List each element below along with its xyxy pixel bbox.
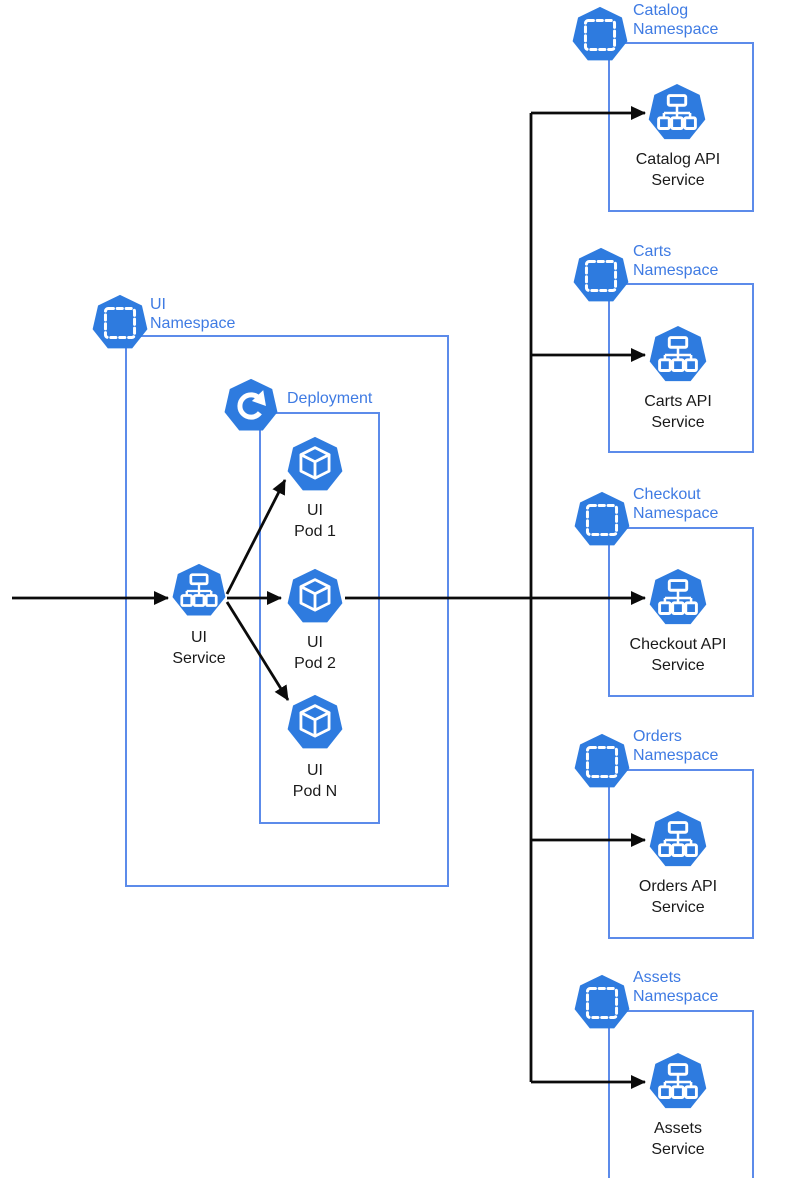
carts-api-service-label: Carts API Service (608, 391, 748, 433)
assets-namespace-box (608, 1010, 754, 1178)
ui-namespace-box (125, 335, 449, 887)
catalog-api-service-label-line1: Catalog API (635, 151, 721, 168)
ui-podn-label-line1: UI (307, 762, 323, 779)
orders-namespace-icon (572, 732, 632, 792)
ui-podn-label: UI Pod N (255, 760, 375, 802)
ui-service-label: UI Service (139, 627, 259, 669)
ui-pod1-label-line1: UI (307, 502, 323, 519)
assets-service-label: Assets Service (608, 1118, 748, 1160)
carts-api-service-label-line2: Service (651, 414, 705, 431)
deployment-label: Deployment (287, 390, 373, 407)
ui-pod2-label: UI Pod 2 (255, 632, 375, 674)
checkout-api-service-icon (647, 567, 709, 629)
carts-namespace-label-line1: Carts (633, 243, 672, 260)
assets-namespace-label: Assets Namespace (633, 968, 718, 1006)
catalog-api-service-icon (646, 82, 708, 144)
checkout-api-service-label-line2: Service (651, 657, 705, 674)
catalog-namespace-box (608, 42, 754, 212)
ui-pod1-icon (285, 435, 345, 495)
ui-namespace-label-line2: Namespace (150, 315, 236, 332)
carts-api-service-label-line1: Carts API (644, 393, 712, 410)
ui-namespace-label: UI Namespace (150, 295, 235, 333)
ui-podn-icon (285, 693, 345, 753)
checkout-api-service-label-line1: Checkout API (629, 636, 727, 653)
carts-namespace-label-line2: Namespace (633, 262, 719, 279)
checkout-namespace-icon (572, 490, 632, 550)
catalog-namespace-label-line1: Catalog (633, 2, 689, 19)
orders-namespace-box (608, 769, 754, 939)
orders-api-service-label-line2: Service (651, 899, 705, 916)
ui-pod2-label-line1: UI (307, 634, 323, 651)
catalog-namespace-label: Catalog Namespace (633, 1, 718, 39)
catalog-namespace-label-line2: Namespace (633, 21, 719, 38)
assets-namespace-label-line2: Namespace (633, 988, 719, 1005)
checkout-namespace-box (608, 527, 754, 697)
ui-service-label-line2: Service (172, 650, 226, 667)
catalog-namespace-icon (570, 5, 630, 65)
ui-pod2-label-line2: Pod 2 (294, 655, 336, 672)
checkout-namespace-label-line2: Namespace (633, 505, 719, 522)
orders-api-service-icon (647, 809, 709, 871)
carts-api-service-icon (647, 324, 709, 386)
checkout-namespace-label: Checkout Namespace (633, 485, 718, 523)
orders-api-service-label: Orders API Service (608, 876, 748, 918)
checkout-api-service-label: Checkout API Service (608, 634, 748, 676)
orders-api-service-label-line1: Orders API (638, 878, 718, 895)
catalog-api-service-label-line2: Service (651, 172, 705, 189)
assets-service-icon (647, 1051, 709, 1113)
ui-service-icon (170, 562, 228, 620)
assets-service-label-line1: Assets (653, 1120, 702, 1137)
deployment-icon (222, 377, 280, 435)
ui-pod2-icon (285, 567, 345, 627)
ui-service-label-line1: UI (191, 629, 207, 646)
ui-podn-label-line2: Pod N (292, 783, 338, 800)
catalog-api-service-label: Catalog API Service (608, 149, 748, 191)
assets-namespace-icon (572, 973, 632, 1033)
carts-namespace-icon (571, 246, 631, 306)
checkout-namespace-label-line1: Checkout (633, 486, 701, 503)
ui-namespace-icon (90, 293, 150, 353)
ui-pod1-label-line2: Pod 1 (294, 523, 336, 540)
orders-namespace-label: Orders Namespace (633, 727, 718, 765)
ui-namespace-label-line1: UI (150, 296, 166, 313)
carts-namespace-label: Carts Namespace (633, 242, 718, 280)
assets-namespace-label-line1: Assets (633, 969, 682, 986)
ui-pod1-label: UI Pod 1 (255, 500, 375, 542)
orders-namespace-label-line2: Namespace (633, 747, 719, 764)
orders-namespace-label-line1: Orders (633, 728, 682, 745)
carts-namespace-box (608, 283, 754, 453)
assets-service-label-line2: Service (651, 1141, 705, 1158)
